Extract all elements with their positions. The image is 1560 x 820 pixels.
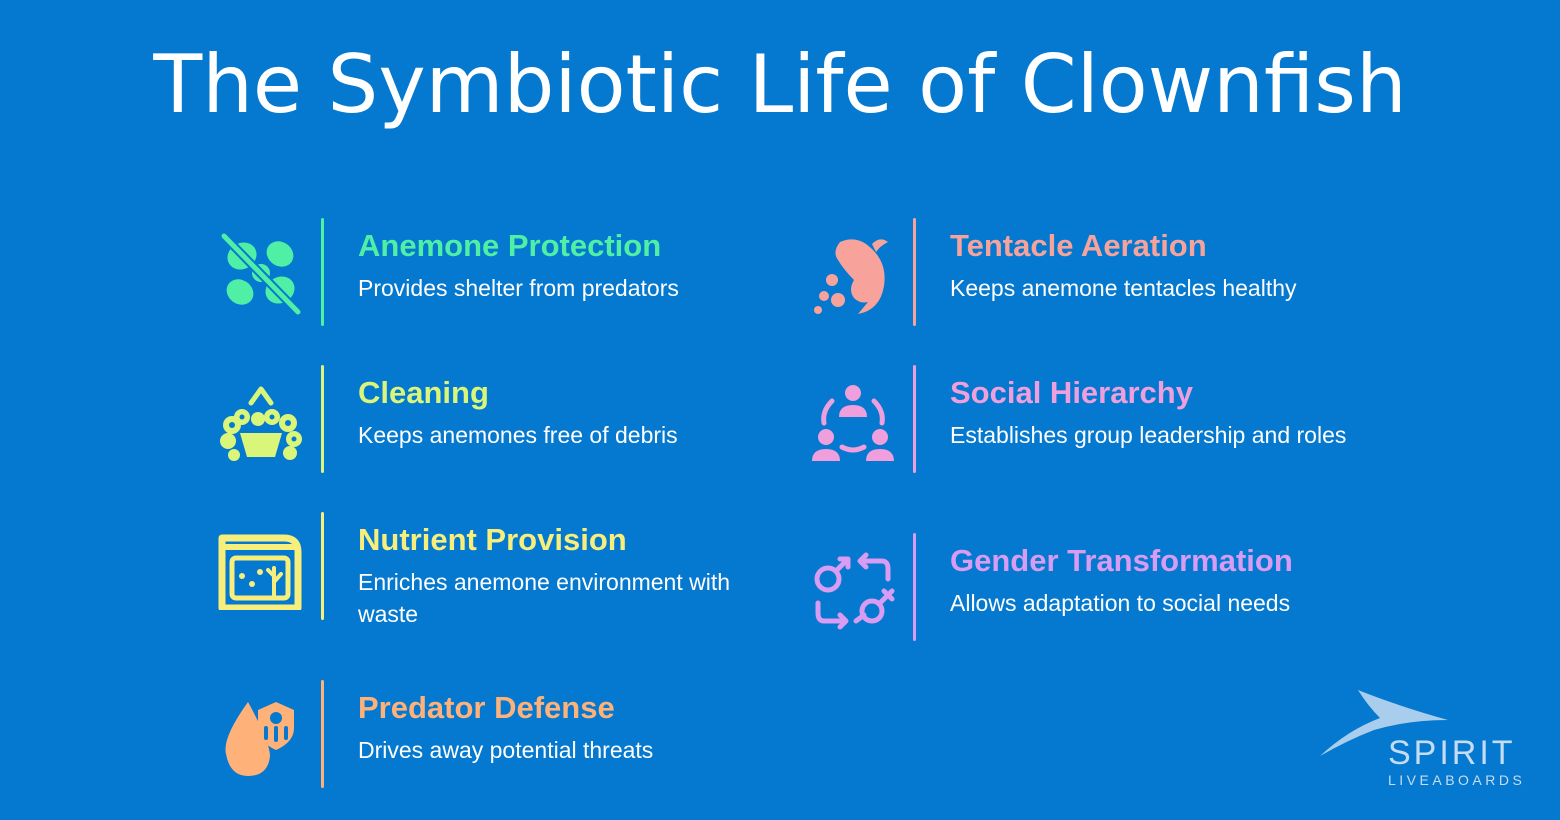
card-description: Keeps anemone tentacles healthy	[950, 275, 1297, 301]
page-title: The Symbiotic Life of Clownfish	[153, 38, 1407, 131]
card-heading: Cleaning	[358, 375, 489, 410]
dolphin-icon	[810, 230, 896, 316]
card-divider	[913, 218, 916, 326]
card-description: Allows adaptation to social needs	[950, 590, 1291, 616]
logo-tagline: LIVEABOARDS	[1388, 772, 1526, 788]
aquarium-icon	[218, 524, 304, 610]
card-description: Drives away potential threats	[358, 737, 654, 763]
card-nutrient-provision: Nutrient Provision Enriches anemone envi…	[218, 512, 778, 627]
card-heading: Gender Transformation	[950, 543, 1293, 578]
card-divider	[321, 365, 324, 473]
card-social-hierarchy: Social Hierarchy Establishes group leade…	[810, 365, 1370, 475]
card-description: Provides shelter from predators	[358, 275, 679, 301]
card-gender-transformation: Gender Transformation Allows adaptation …	[810, 533, 1370, 643]
card-divider	[321, 218, 324, 326]
card-heading: Social Hierarchy	[950, 375, 1193, 410]
drop-shield-icon	[218, 692, 304, 778]
spirit-liveaboards-logo: SPIRIT LIVEABOARDS	[1318, 686, 1523, 796]
card-description: Enriches anemone environment with waste	[358, 569, 731, 627]
card-description: Keeps anemones free of debris	[358, 422, 678, 448]
card-divider	[321, 512, 324, 620]
card-description: Establishes group leadership and roles	[950, 422, 1347, 448]
logo-wordmark: SPIRIT	[1388, 734, 1516, 772]
card-heading: Predator Defense	[358, 690, 615, 725]
card-heading: Anemone Protection	[358, 228, 662, 263]
card-anemone-protection: Anemone Protection Provides shelter from…	[218, 218, 778, 328]
card-cleaning: Cleaning Keeps anemones free of debris	[218, 365, 778, 475]
card-heading: Tentacle Aeration	[950, 228, 1207, 263]
card-divider	[913, 533, 916, 641]
card-tentacle-aeration: Tentacle Aeration Keeps anemone tentacle…	[810, 218, 1370, 328]
card-divider	[913, 365, 916, 473]
card-predator-defense: Predator Defense Drives away potential t…	[218, 680, 778, 790]
cleaning-bubbles-icon	[218, 377, 304, 463]
card-heading: Nutrient Provision	[358, 522, 627, 557]
group-hierarchy-icon	[810, 377, 896, 463]
fin-swoosh-icon	[1320, 690, 1448, 756]
gender-swap-icon	[810, 545, 896, 631]
card-divider	[321, 680, 324, 788]
no-clover-icon	[218, 230, 304, 316]
